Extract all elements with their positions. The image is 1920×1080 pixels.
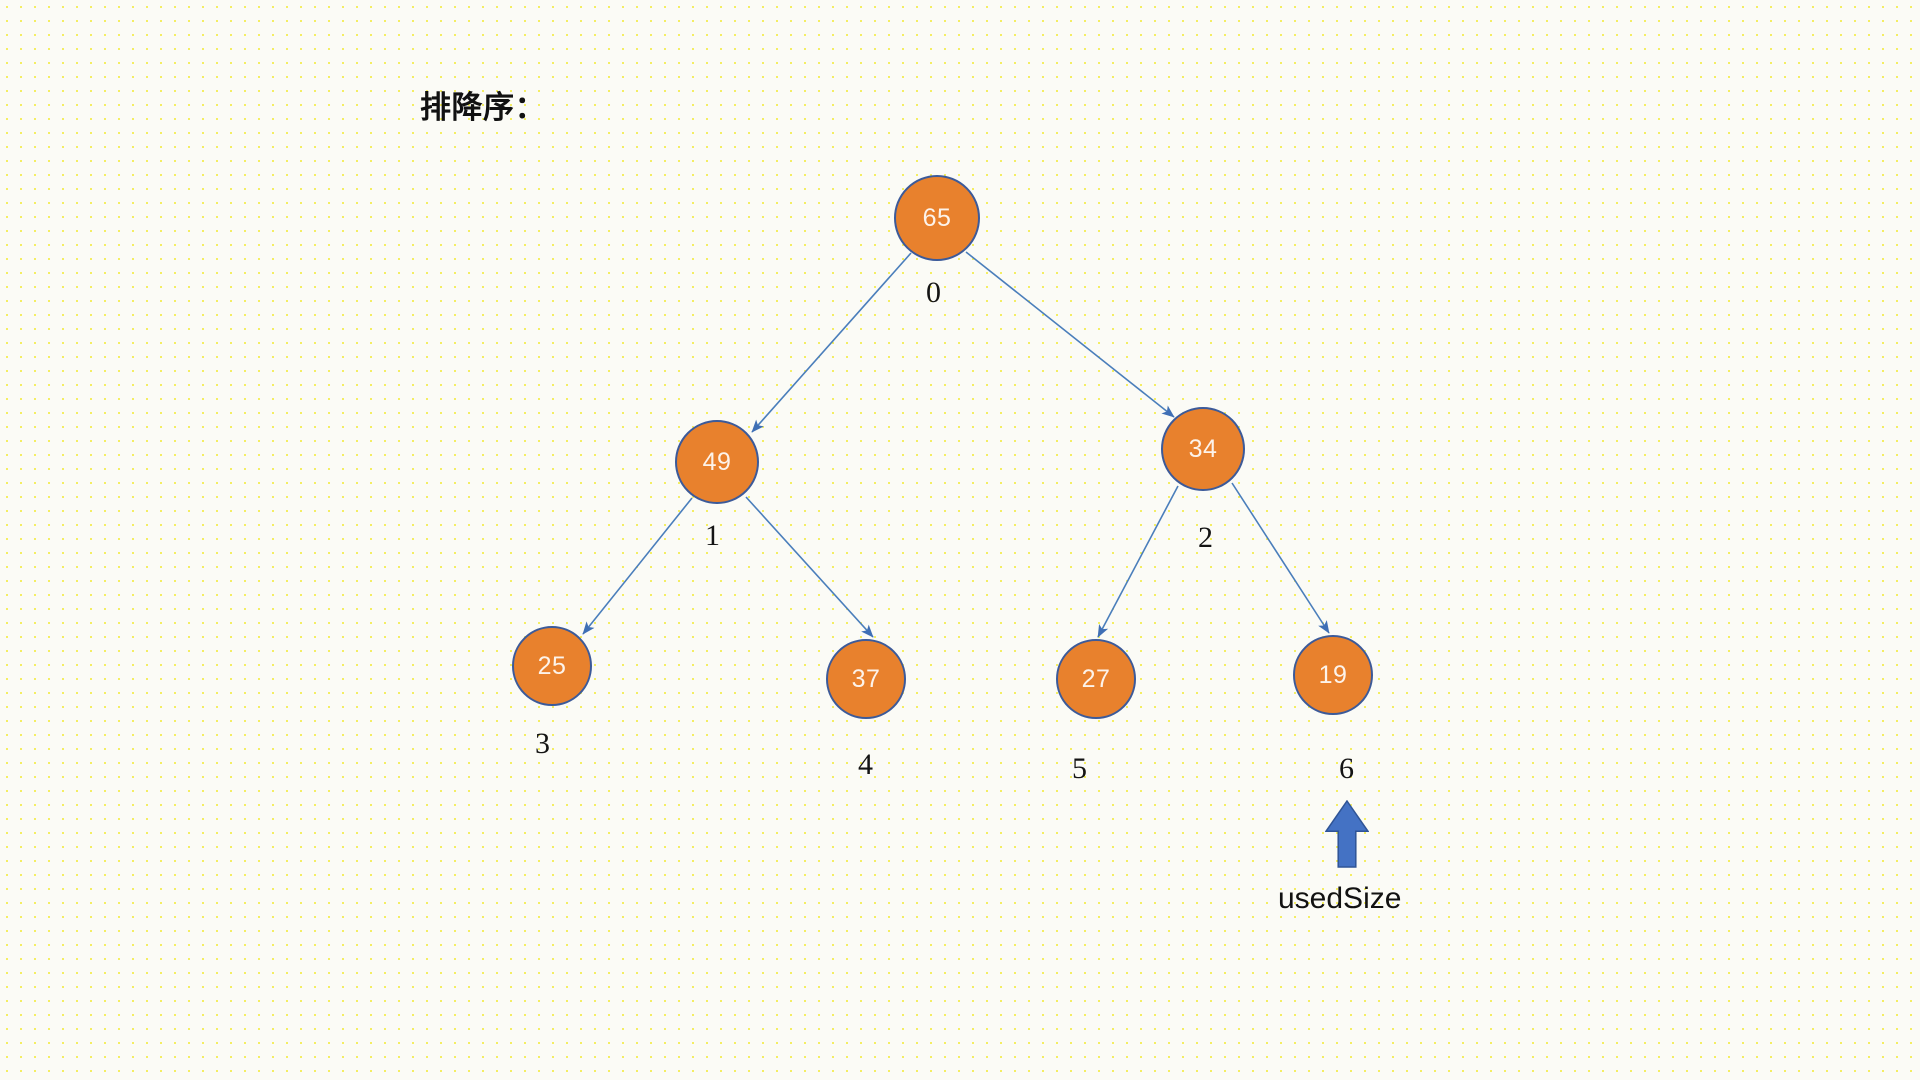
tree-edge bbox=[751, 252, 912, 433]
tree-node-value: 49 bbox=[702, 447, 732, 476]
tree-node-value: 37 bbox=[851, 664, 881, 693]
tree-index-label-4: 4 bbox=[858, 748, 873, 781]
tree-node-5[interactable]: 27 bbox=[1056, 639, 1136, 719]
tree-edge bbox=[1231, 482, 1330, 634]
tree-node-value: 27 bbox=[1081, 664, 1111, 693]
tree-node-3[interactable]: 25 bbox=[512, 626, 592, 706]
tree-index-label-0: 0 bbox=[926, 276, 941, 309]
tree-node-2[interactable]: 34 bbox=[1161, 407, 1245, 491]
page-title: 排降序： bbox=[420, 90, 546, 126]
tree-node-6[interactable]: 19 bbox=[1293, 635, 1373, 715]
usedsize-arrow-icon bbox=[1325, 800, 1369, 868]
tree-node-value: 25 bbox=[537, 651, 567, 680]
tree-node-value: 65 bbox=[922, 203, 952, 232]
tree-index-label-6: 6 bbox=[1339, 752, 1354, 785]
usedsize-label: usedSize bbox=[1278, 882, 1402, 915]
tree-index-label-5: 5 bbox=[1072, 752, 1087, 785]
tree-edge bbox=[1097, 485, 1179, 638]
tree-index-label-3: 3 bbox=[535, 727, 550, 760]
tree-edge bbox=[965, 251, 1175, 418]
tree-edge bbox=[582, 497, 693, 635]
tree-index-label-1: 1 bbox=[705, 519, 720, 552]
tree-edge bbox=[745, 496, 874, 638]
tree-node-value: 19 bbox=[1318, 660, 1348, 689]
up-arrow-icon bbox=[1325, 800, 1369, 868]
tree-node-value: 34 bbox=[1188, 434, 1218, 463]
tree-node-1[interactable]: 49 bbox=[675, 420, 759, 504]
tree-index-label-2: 2 bbox=[1198, 521, 1213, 554]
tree-node-0[interactable]: 65 bbox=[894, 175, 980, 261]
tree-node-4[interactable]: 37 bbox=[826, 639, 906, 719]
